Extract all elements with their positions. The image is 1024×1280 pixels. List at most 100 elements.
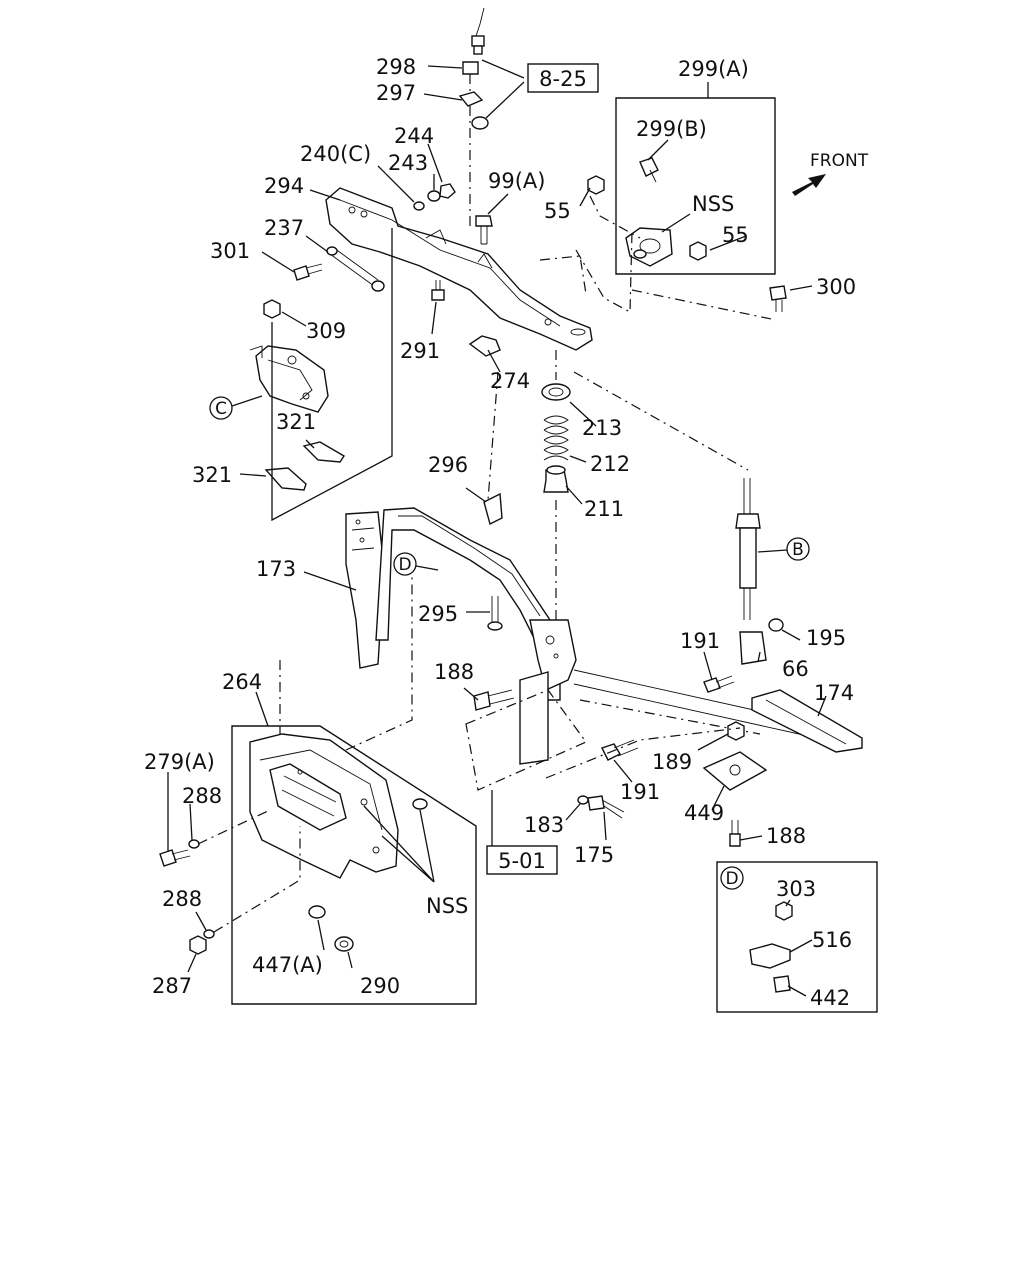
spring-212 — [543, 415, 569, 461]
part-label-295: 295 — [418, 602, 458, 626]
part-label-nss-lower: NSS — [426, 894, 468, 918]
bracket-296 — [483, 492, 503, 526]
part-label-213: 213 — [582, 416, 622, 440]
part-label-288-upper: 288 — [182, 784, 222, 808]
ref-circle-c: C — [209, 395, 263, 420]
part-label-191-lower: 191 — [620, 780, 660, 804]
part-label-173: 173 — [256, 557, 296, 581]
part-label-287: 287 — [152, 974, 192, 998]
plate-449 — [702, 751, 768, 791]
ref-label-8-25: 8-25 — [539, 67, 587, 91]
svg-text:D: D — [398, 555, 411, 575]
bolt-279a — [159, 849, 191, 867]
bolt-301 — [293, 263, 323, 281]
part-label-55-right: 55 — [722, 223, 749, 247]
plate-321-lower — [264, 467, 307, 491]
part-label-279a: 279(A) — [144, 750, 215, 774]
shock-absorber — [735, 478, 761, 620]
washer-288-upper — [188, 839, 200, 849]
front-arrow-icon — [792, 174, 826, 196]
part-label-183: 183 — [524, 813, 564, 837]
washer-288-lower — [203, 929, 215, 939]
svg-text:B: B — [792, 540, 804, 560]
seat-213 — [541, 383, 571, 401]
part-label-290: 290 — [360, 974, 400, 998]
nut-287 — [189, 935, 207, 955]
bolt-99a — [475, 215, 493, 245]
part-label-309: 309 — [306, 319, 346, 343]
part-label-449: 449 — [684, 801, 724, 825]
washers-243-244 — [413, 183, 456, 211]
bolt-300 — [769, 285, 787, 312]
sensor-assembly — [458, 7, 489, 130]
bracket-299 — [625, 157, 673, 267]
part-label-189: 189 — [652, 750, 692, 774]
part-label-274: 274 — [490, 369, 530, 393]
inset-d-label-442: 442 — [810, 986, 850, 1010]
ref-box-8-25 — [527, 63, 599, 93]
plug-447a — [308, 905, 326, 919]
part-label-188-lower: 188 — [766, 824, 806, 848]
part-label-240c: 240(C) — [300, 142, 371, 166]
part-label-195: 195 — [806, 626, 846, 650]
housing-264 — [249, 733, 428, 879]
part-label-321-upper: 321 — [276, 410, 316, 434]
part-label-243: 243 — [388, 151, 428, 175]
part-label-297: 297 — [376, 81, 416, 105]
inset-frame-264 — [231, 725, 477, 1005]
plate-321-upper — [302, 441, 345, 463]
part-label-99a: 99(A) — [488, 169, 545, 193]
part-label-191-upper: 191 — [680, 629, 720, 653]
part-label-300: 300 — [816, 275, 856, 299]
part-label-175: 175 — [574, 843, 614, 867]
part-label-188-upper: 188 — [434, 660, 474, 684]
bushing-290 — [334, 936, 354, 952]
nut-309 — [263, 299, 281, 319]
inset-d-label-516: 516 — [812, 928, 852, 952]
part-label-296: 296 — [428, 453, 468, 477]
bumper-211 — [543, 465, 569, 493]
svg-text:D: D — [725, 869, 738, 889]
part-label-298: 298 — [376, 55, 416, 79]
inset-d-label-303: 303 — [776, 877, 816, 901]
washer-183 — [577, 795, 589, 805]
inset-d-bracket — [749, 901, 793, 993]
ref-circle-b: B — [757, 537, 810, 561]
bolt-188-upper — [473, 689, 515, 711]
part-label-447a: 447(A) — [252, 953, 323, 977]
part-label-301: 301 — [210, 239, 250, 263]
part-label-237: 237 — [264, 216, 304, 240]
ref-label-5-01: 5-01 — [498, 849, 546, 873]
part-label-244: 244 — [394, 124, 434, 148]
bolt-237 — [326, 246, 385, 292]
part-label-291: 291 — [400, 339, 440, 363]
nut-55-left — [587, 175, 605, 195]
ref-box-5-01 — [486, 845, 558, 875]
bolt-188-lower — [729, 820, 741, 847]
part-label-288-lower: 288 — [162, 887, 202, 911]
clip-274 — [468, 335, 501, 357]
sensor-bracket-c — [249, 345, 329, 413]
frame-173 — [345, 507, 577, 765]
part-label-174: 174 — [814, 681, 854, 705]
nut-55-right — [689, 241, 707, 261]
nut-189 — [727, 721, 745, 741]
svg-text:C: C — [215, 399, 227, 419]
inset-frame-299a — [615, 97, 776, 275]
ref-circle-d: D — [393, 552, 439, 576]
bolt-175 — [587, 795, 625, 819]
part-label-212: 212 — [590, 452, 630, 476]
part-label-299a: 299(A) — [678, 57, 749, 81]
part-label-321-lower: 321 — [192, 463, 232, 487]
bolt-291 — [431, 280, 445, 301]
part-label-294: 294 — [264, 174, 304, 198]
leader-lines — [167, 59, 827, 997]
part-label-211: 211 — [584, 497, 624, 521]
part-label-55-left: 55 — [544, 199, 571, 223]
part-label-nss-upper: NSS — [692, 192, 734, 216]
inset-frame-d — [716, 861, 878, 1013]
front-label: FRONT — [810, 151, 869, 171]
part-label-264: 264 — [222, 670, 262, 694]
part-label-299b: 299(B) — [636, 117, 707, 141]
